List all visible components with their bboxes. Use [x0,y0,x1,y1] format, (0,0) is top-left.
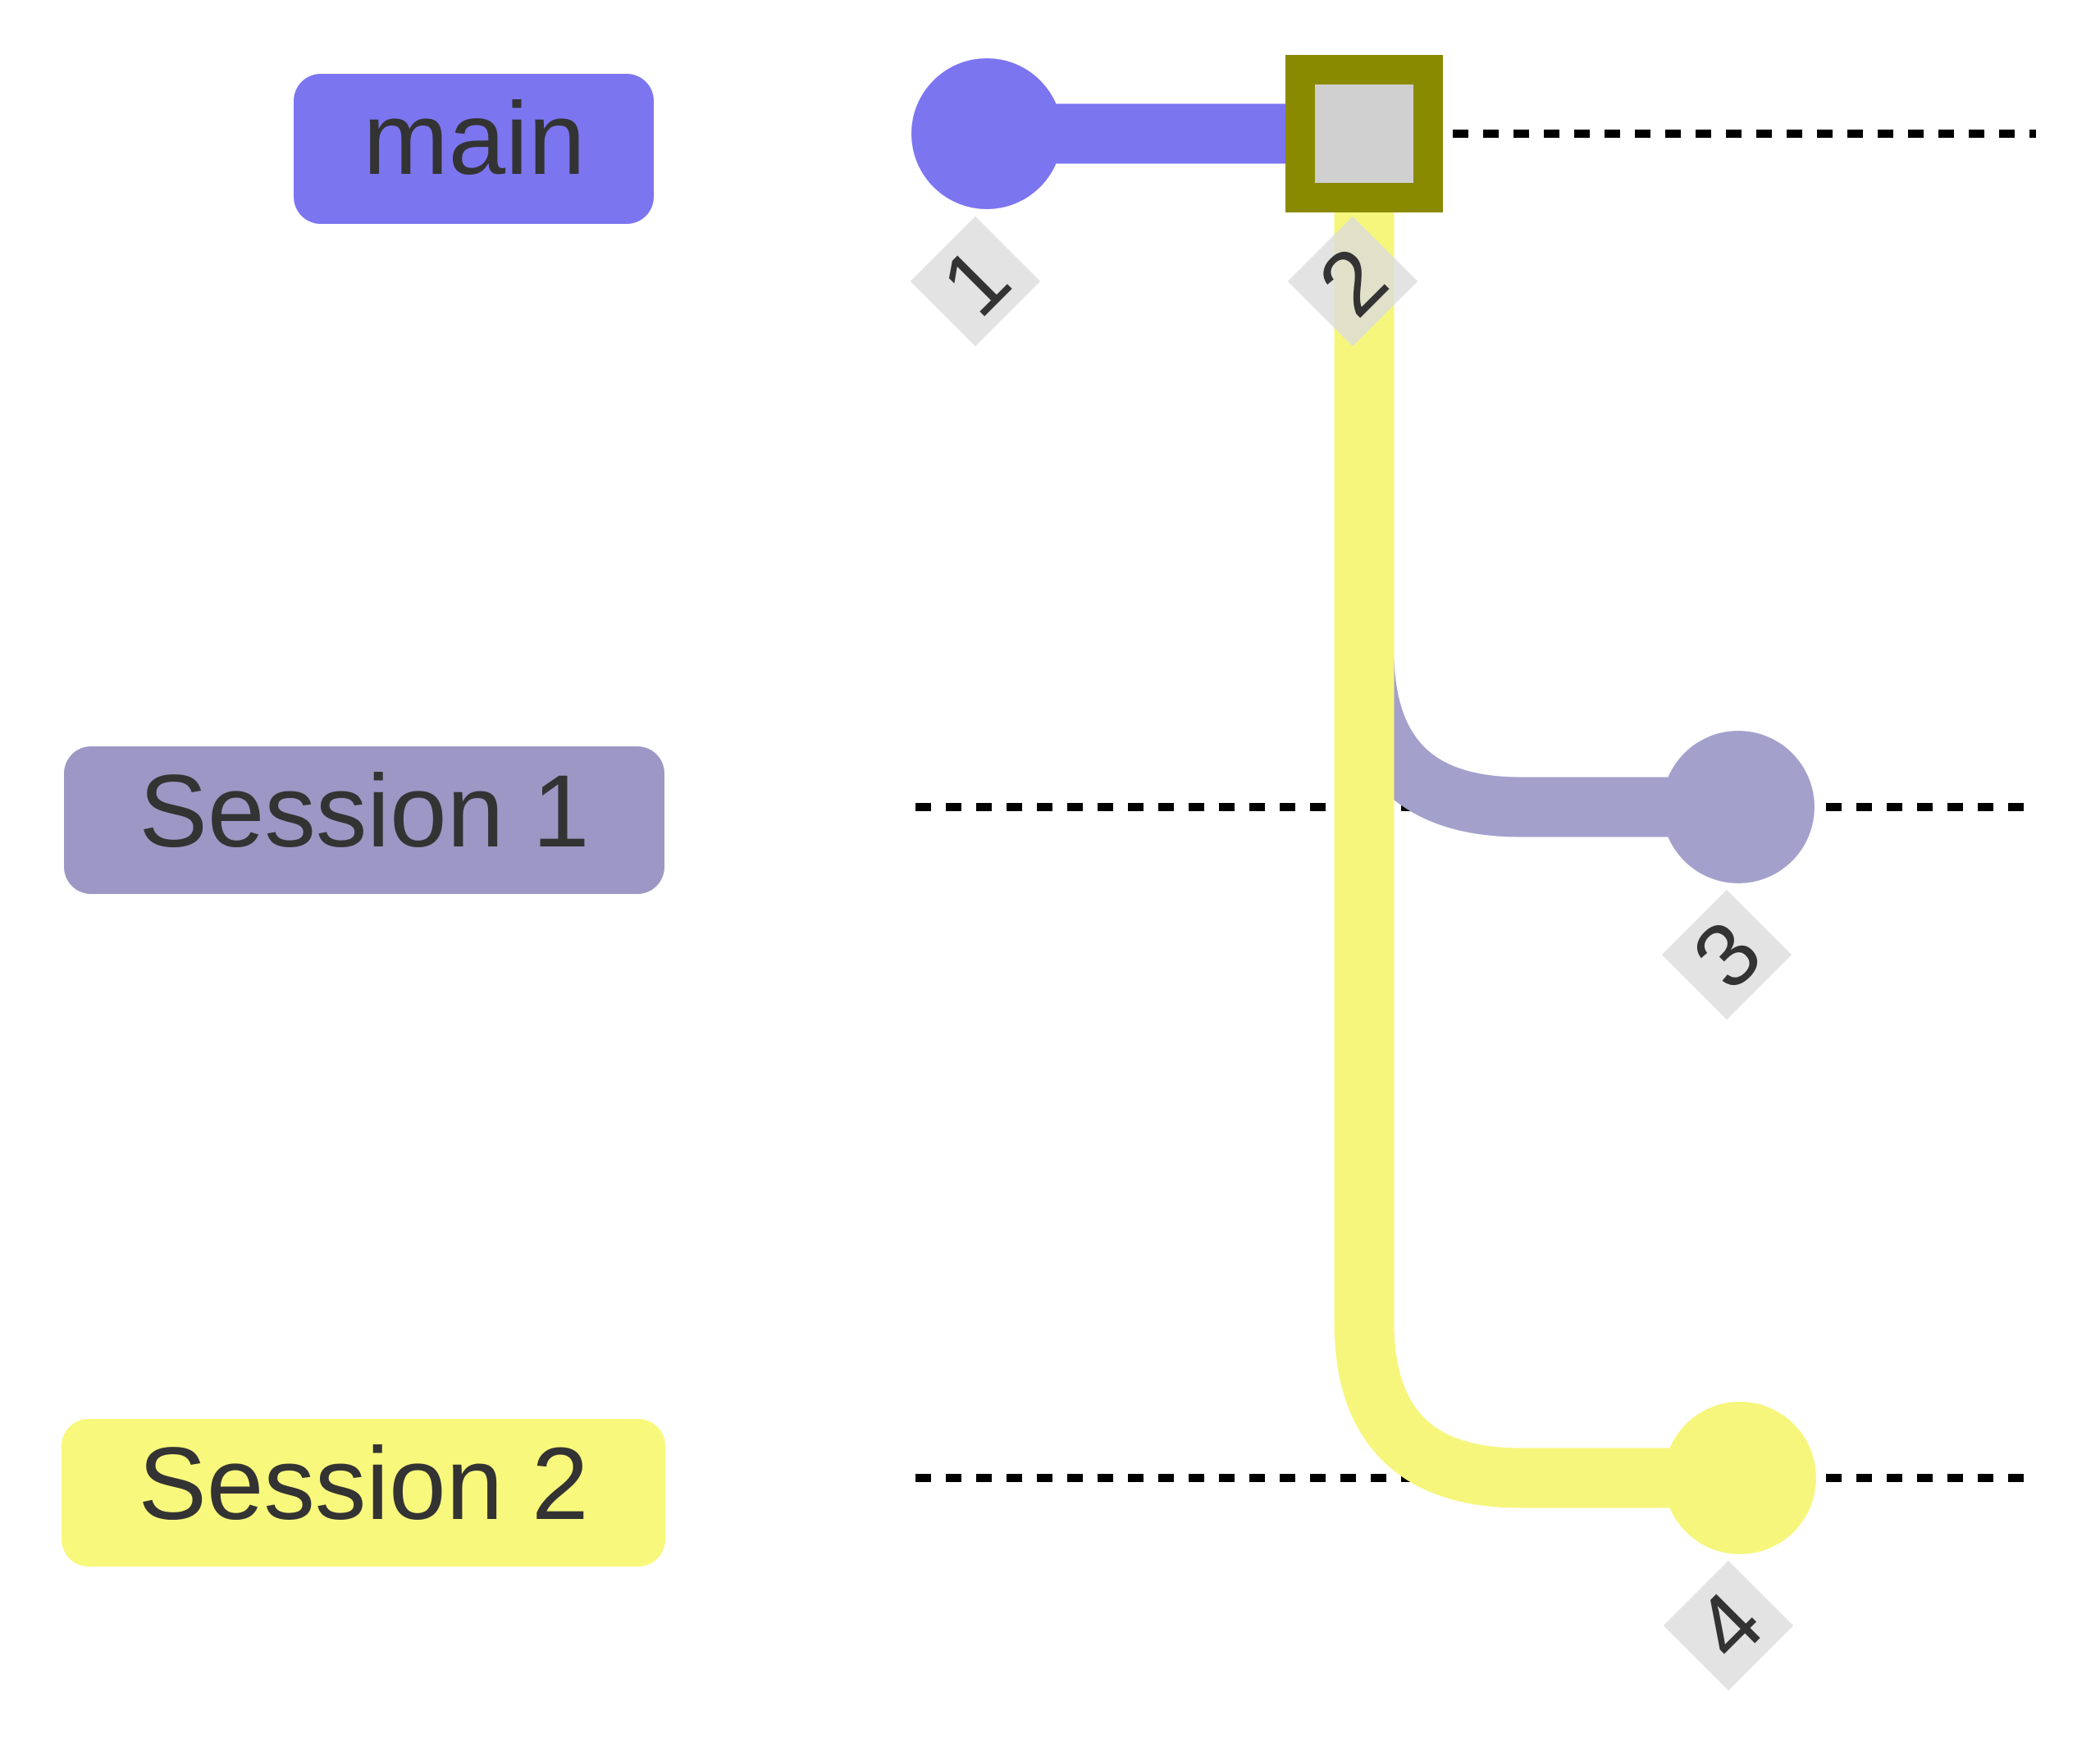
branch-badge-session2-label: Session 2 [139,1427,589,1541]
commit-4-node [1664,1402,1816,1554]
commit-2-highlight-node-fill [1315,84,1413,183]
branch-badge-session2 [62,1419,665,1567]
session2-branch-edge [1334,134,1740,1508]
branch-badge-session1-label: Session 1 [139,755,590,869]
session1-branch-edge [1334,134,1738,837]
commit-3-label-diamond [1661,889,1792,1020]
branch-badge-session1 [64,746,664,894]
commit-4-label-diamond [1663,1560,1794,1691]
commit-3-node [1662,731,1815,883]
diamond-shape [1661,889,1792,1020]
branch-badge-main-label: main [363,82,586,196]
commit-1-node [911,58,1062,209]
branch-badge-main [294,74,654,224]
diamond-shape [1663,1560,1794,1691]
